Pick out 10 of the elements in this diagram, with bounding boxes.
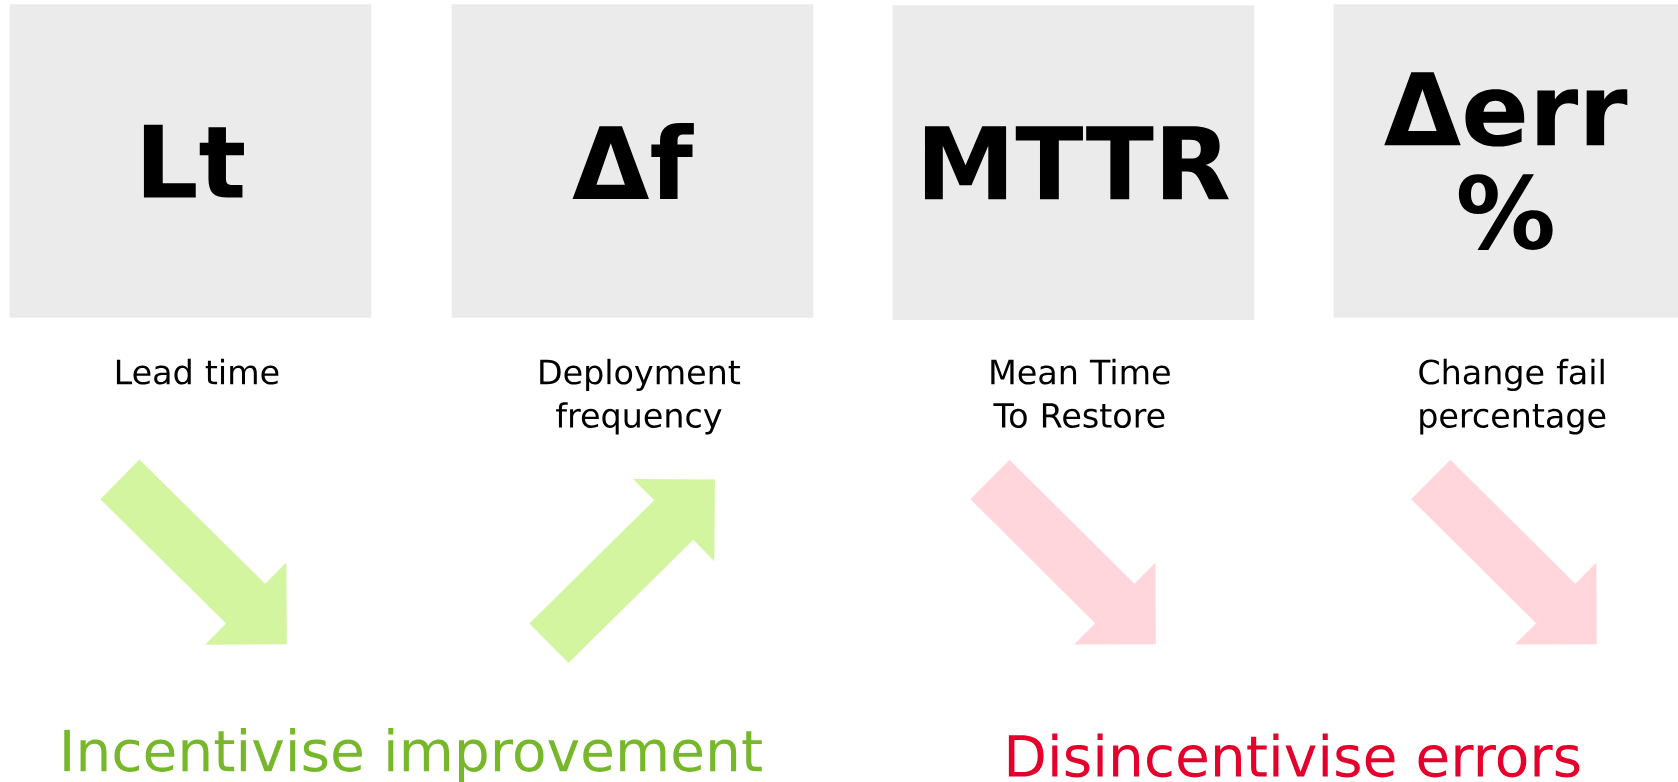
- metric-box: Δf: [451, 4, 814, 318]
- heading: Incentivise improvement: [64, 728, 762, 782]
- node-label: Mean Time To Restore: [991, 358, 1170, 428]
- metric-box: Lt: [9, 4, 372, 318]
- heading: Disincentivise errors: [1008, 733, 1580, 778]
- node-label: Deployment frequency: [540, 358, 741, 435]
- node-label: Lead time: [116, 358, 279, 385]
- node-label: Change fail percentage: [1419, 358, 1606, 435]
- metric-box: MTTR: [892, 5, 1255, 321]
- metric-box: Δerr %: [1333, 4, 1678, 318]
